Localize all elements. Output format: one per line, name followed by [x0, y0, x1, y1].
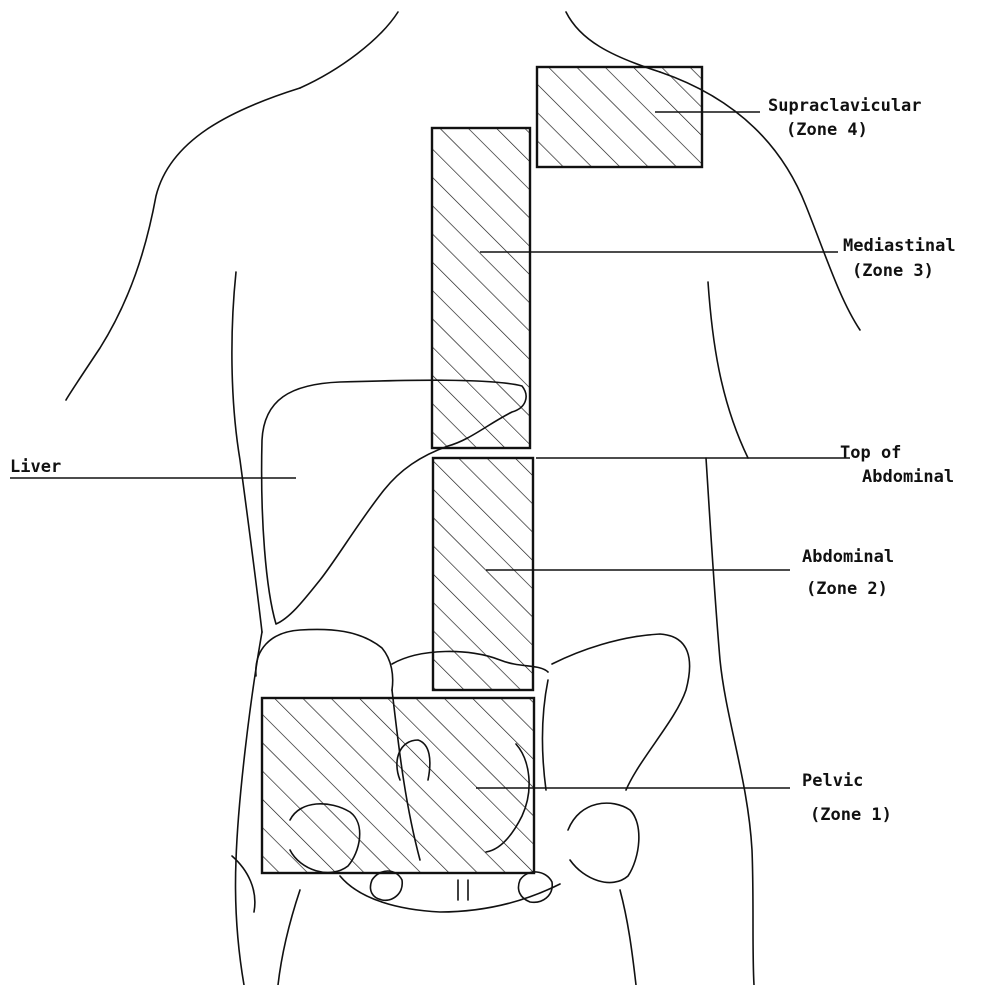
pelvic-zone-1 [262, 698, 534, 873]
pelvic-zone-label: (Zone 1) [810, 805, 892, 825]
supraclavicular-zone-label: (Zone 4) [786, 120, 868, 140]
right-hip-socket [568, 803, 639, 882]
left-obturator [370, 871, 402, 900]
top-abdominal-label-line1: Top of [840, 443, 901, 463]
supraclavicular-zone-4 [537, 67, 702, 167]
abdominal-zone-2 [433, 458, 533, 690]
right-underarm [708, 282, 748, 458]
abdominal-label: Abdominal [802, 547, 894, 567]
liver-label: Liver [10, 457, 61, 477]
neck-left-line [300, 12, 398, 88]
pelvic-label: Pelvic [802, 771, 863, 791]
left-shoulder-arm [66, 88, 300, 400]
top-abdominal-label-line2: Abdominal [862, 467, 954, 487]
right-ilium-inner [543, 680, 549, 790]
right-obturator [518, 872, 552, 902]
mediastinal-label: Mediastinal [843, 236, 956, 256]
neck-right-line [566, 12, 660, 72]
supraclavicular-label: Supraclavicular [768, 96, 922, 116]
left-hip [235, 632, 262, 985]
left-iliac-crest [256, 629, 393, 690]
mediastinal-zone-3 [432, 128, 530, 448]
left-femur [278, 890, 300, 985]
left-underarm [232, 272, 262, 632]
abdominal-zone-label: (Zone 2) [806, 579, 888, 599]
right-iliac-crest [552, 634, 690, 790]
mediastinal-zone-label: (Zone 3) [852, 261, 934, 281]
right-femur [620, 890, 636, 985]
right-flank [706, 458, 754, 985]
